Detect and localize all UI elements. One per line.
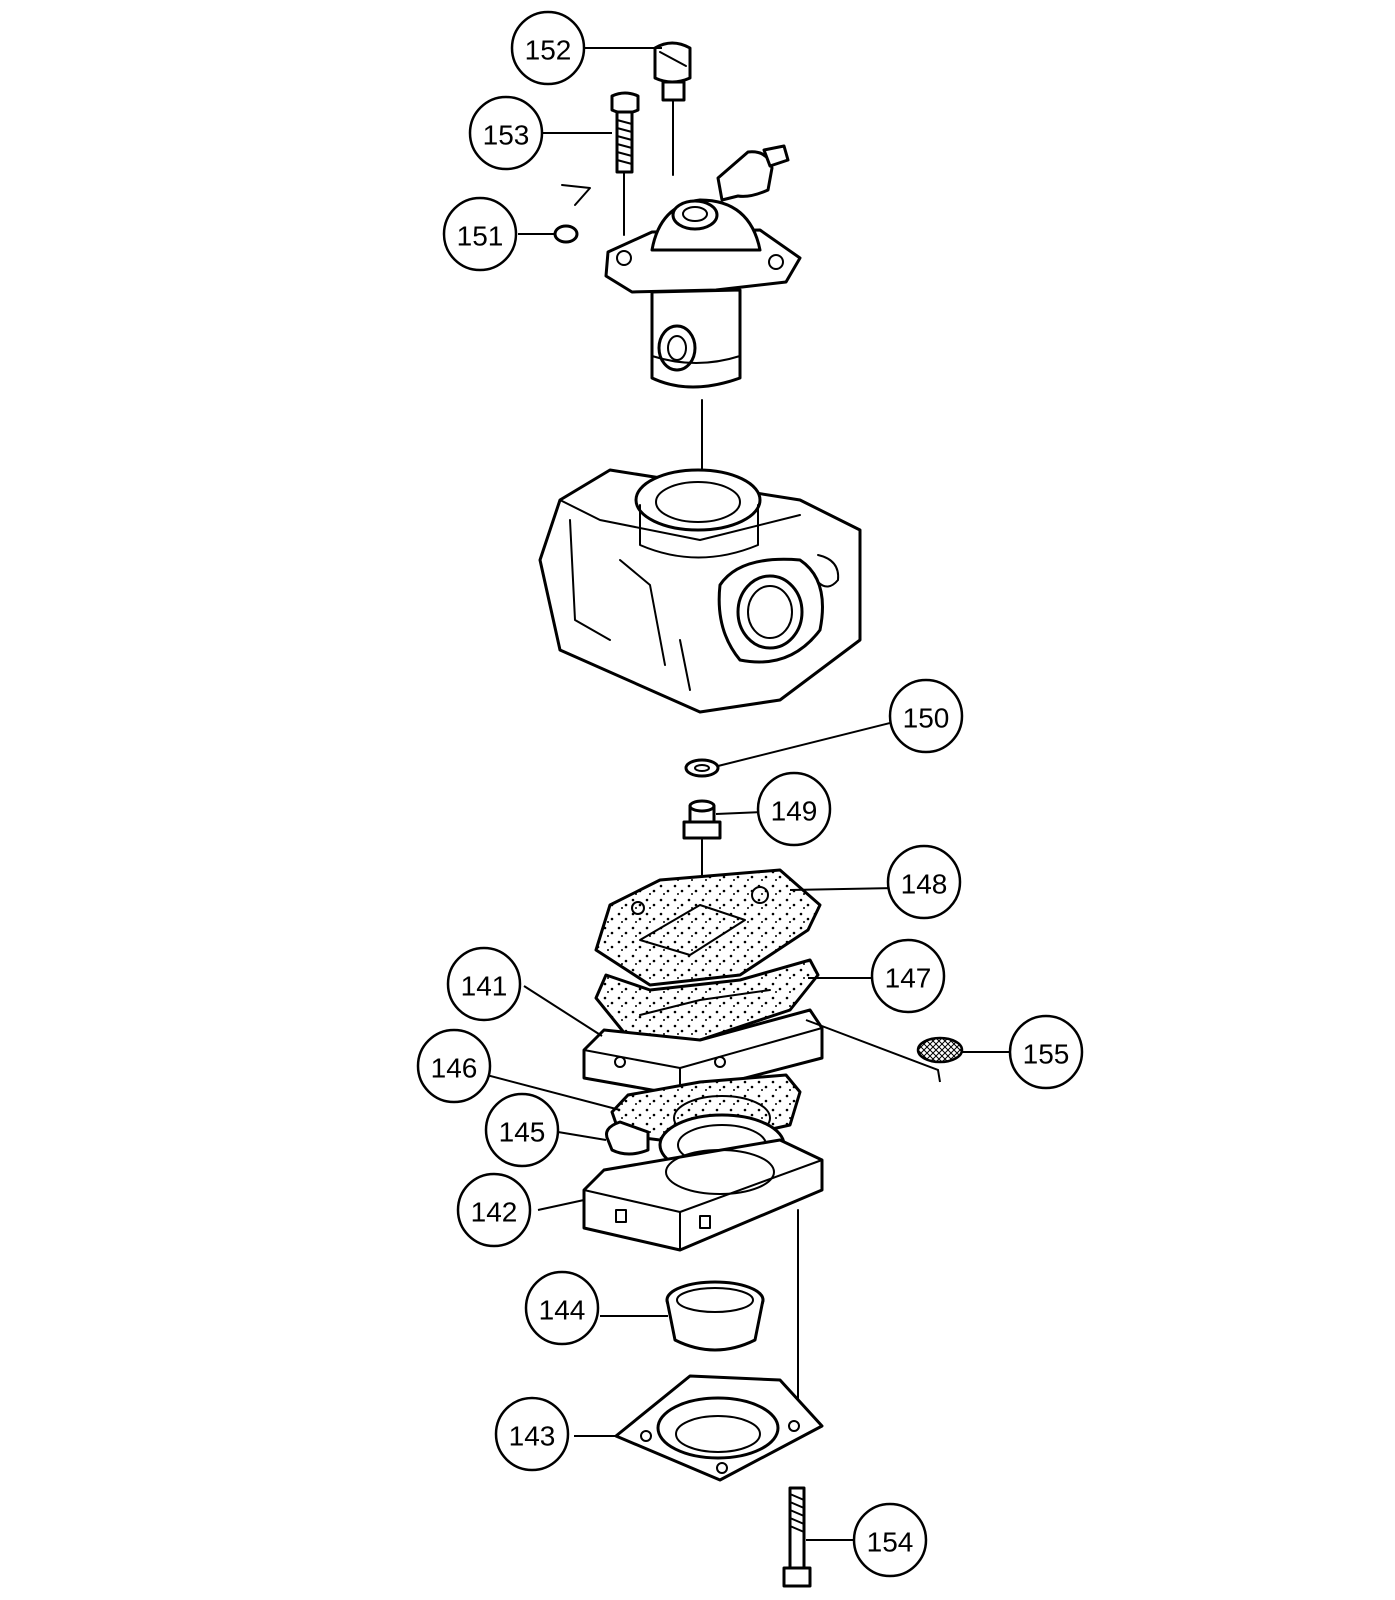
washer-part	[684, 758, 720, 778]
metering-gasket-part	[594, 868, 822, 987]
callout-147: 147	[870, 938, 946, 1014]
callout-150: 150	[888, 678, 964, 754]
leader-148	[789, 887, 895, 891]
callout-label: 142	[471, 1197, 518, 1228]
choke-housing-part	[553, 41, 802, 501]
callout-label: 155	[1023, 1039, 1070, 1070]
callout-label: 144	[539, 1295, 586, 1326]
leader-150	[717, 721, 895, 767]
callout-label: 153	[483, 120, 530, 151]
diaphragm-cup-part	[665, 1280, 765, 1352]
callout-149: 149	[756, 771, 832, 847]
leader-145	[557, 1131, 607, 1141]
leader-142	[537, 1199, 585, 1211]
callout-153: 153	[468, 95, 544, 171]
pump-cover-part	[582, 1138, 824, 1411]
bottom-screw-part	[782, 1486, 812, 1588]
callout-label: 154	[867, 1527, 914, 1558]
callout-141: 141	[446, 946, 522, 1022]
callout-145: 145	[484, 1092, 560, 1168]
callout-154: 154	[852, 1502, 928, 1578]
callout-label: 147	[885, 963, 932, 994]
carburetor-body-part	[538, 468, 862, 714]
callout-label: 151	[457, 221, 504, 252]
leader-149	[715, 811, 765, 815]
callout-152: 152	[510, 10, 586, 86]
callout-label: 141	[461, 971, 508, 1002]
callout-label: 149	[771, 796, 818, 827]
cover-plate-part	[614, 1374, 824, 1482]
callout-144: 144	[524, 1270, 600, 1346]
callout-146: 146	[416, 1028, 492, 1104]
callout-148: 148	[886, 844, 962, 920]
callout-label: 143	[509, 1421, 556, 1452]
leader-155b	[805, 1019, 941, 1083]
callout-142: 142	[456, 1172, 532, 1248]
callout-151: 151	[442, 196, 518, 272]
callout-143: 143	[494, 1396, 570, 1472]
callout-155: 155	[1008, 1014, 1084, 1090]
plug-part	[682, 799, 722, 931]
callout-label: 148	[901, 869, 948, 900]
callout-label: 150	[903, 703, 950, 734]
callout-label: 145	[499, 1117, 546, 1148]
leader-141	[523, 985, 603, 1037]
callout-label: 152	[525, 35, 572, 66]
fuel-screen-part	[916, 1036, 964, 1064]
callout-label: 146	[431, 1053, 478, 1084]
